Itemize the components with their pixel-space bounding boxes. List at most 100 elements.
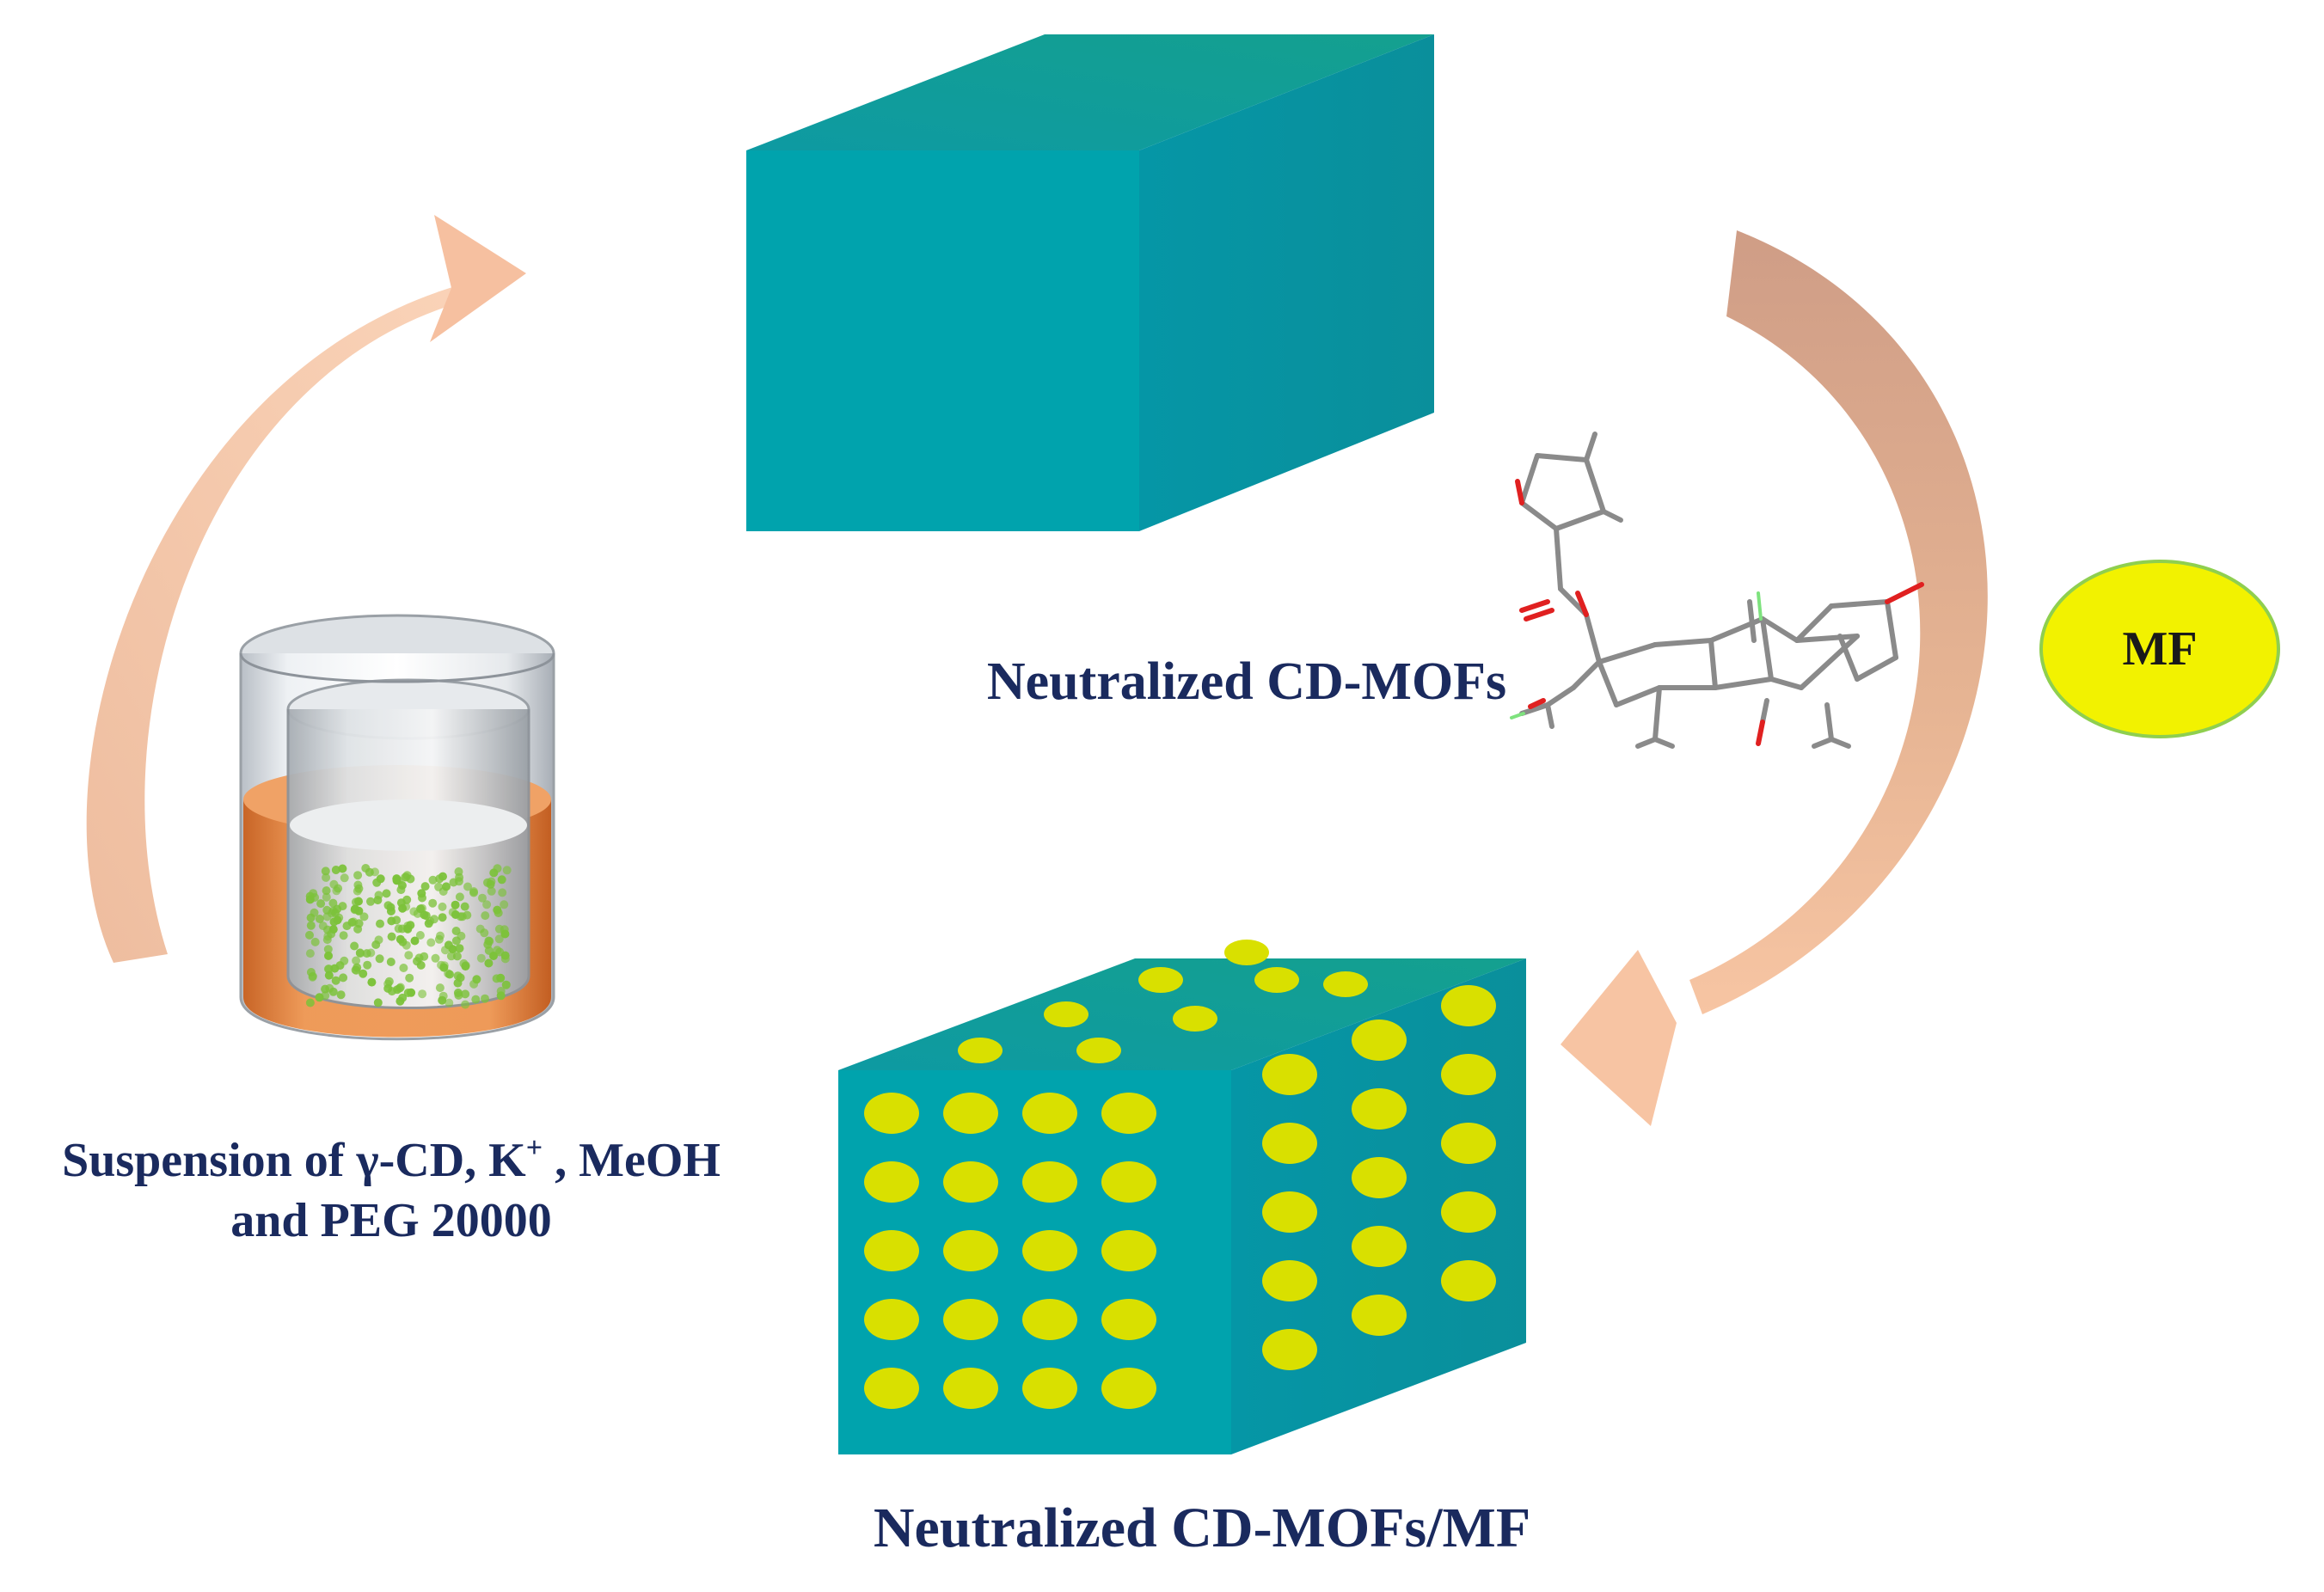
particle (352, 897, 360, 907)
drug-dot (1022, 1368, 1077, 1409)
particle (487, 886, 496, 896)
particle (354, 906, 364, 915)
particle (428, 898, 438, 908)
particle (339, 973, 348, 983)
particle (489, 952, 498, 960)
particle (396, 983, 405, 992)
particle (392, 874, 402, 884)
particle (455, 944, 464, 953)
empty-cube-label: Neutralized CD-MOFs (986, 652, 1507, 711)
particle (454, 877, 463, 886)
drug-dot (864, 1230, 919, 1271)
drug-dot (864, 1368, 919, 1409)
drug-dot (1441, 985, 1496, 1026)
particle (435, 983, 445, 993)
drug-dots (864, 940, 1496, 1409)
particle (310, 937, 320, 946)
particle (486, 879, 495, 889)
particle (361, 864, 371, 873)
particle (463, 910, 472, 920)
particle (500, 900, 509, 909)
particle (496, 973, 506, 983)
drug-dot (1022, 1093, 1077, 1134)
particle (426, 938, 436, 947)
beaker-label-line2: and PEG 20000 (230, 1194, 552, 1247)
particle (397, 924, 407, 934)
drug-dot (943, 1230, 998, 1271)
particle (340, 956, 349, 965)
particle (430, 915, 438, 924)
particle (484, 958, 494, 968)
particle (383, 983, 393, 993)
particle (306, 913, 316, 922)
particle (323, 945, 333, 954)
particle (305, 949, 315, 958)
particle (446, 952, 456, 961)
particle (359, 969, 368, 978)
particle (420, 910, 429, 920)
drug-dot (1352, 1226, 1407, 1267)
particle (415, 931, 425, 940)
particle (501, 980, 511, 989)
particle (331, 976, 340, 985)
particle (352, 956, 361, 965)
curved-arrow-icon (1561, 230, 1988, 1126)
particle (461, 1000, 470, 1009)
drug-dot (943, 1161, 998, 1203)
drug-dot (958, 1038, 1003, 1063)
particle (374, 935, 383, 945)
particle (375, 954, 384, 964)
particle (322, 886, 331, 896)
particle (475, 924, 485, 934)
drug-dot (1101, 1093, 1156, 1134)
loaded-cube-label: Neutralized CD-MOFs/MF (873, 1497, 1531, 1559)
drug-dot (1022, 1161, 1077, 1203)
drug-dot (1352, 1088, 1407, 1130)
beaker-label: Suspension of γ-CD, K+ , MeOH and PEG 20… (62, 1130, 721, 1251)
particle (453, 989, 463, 997)
particle (339, 931, 348, 940)
particle (438, 991, 448, 1001)
particle (399, 964, 408, 972)
particle (413, 957, 421, 966)
particle (438, 913, 447, 922)
particle (331, 866, 340, 874)
particle (438, 872, 447, 881)
drug-dot (1441, 1054, 1496, 1095)
beaker-label-line1: Suspension of γ-CD, K+ , MeOH (62, 1132, 721, 1188)
particle (376, 919, 384, 928)
particle (457, 931, 466, 940)
drug-dot (1138, 967, 1183, 993)
particle (306, 921, 316, 930)
particle (310, 893, 320, 902)
particle (451, 900, 460, 909)
particle (502, 866, 512, 875)
particle (420, 952, 429, 961)
particle (494, 924, 504, 934)
particle (333, 904, 342, 914)
particle (321, 866, 330, 876)
particle (371, 867, 379, 877)
particle (367, 977, 377, 987)
particle (407, 988, 416, 997)
drug-dot (864, 1093, 919, 1134)
particle (460, 902, 469, 911)
particle (483, 940, 493, 949)
particle (452, 952, 462, 961)
drug-dot (1352, 1157, 1407, 1198)
drug-dot (1441, 1260, 1496, 1301)
particle (318, 922, 328, 931)
particle (349, 917, 359, 927)
particle (439, 963, 449, 972)
particle (440, 946, 450, 955)
drug-dot (1022, 1299, 1077, 1340)
particle (321, 991, 330, 1001)
particle (404, 951, 414, 960)
drug-dot (864, 1299, 919, 1340)
particle (386, 958, 396, 966)
particle (383, 901, 393, 910)
particle (498, 888, 507, 897)
drug-dot (1323, 971, 1368, 997)
particle (315, 915, 324, 923)
drug-dot (1254, 967, 1299, 993)
